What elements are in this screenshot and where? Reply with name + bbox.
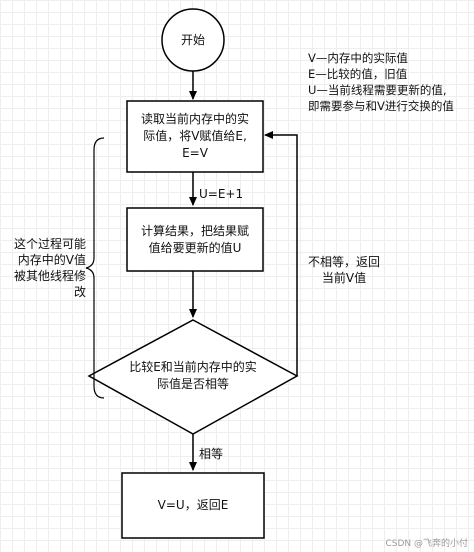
- legend-u: U—当前线程需要更新的值,: [308, 83, 447, 97]
- start-node-label: 开始: [180, 32, 205, 47]
- compare-node-label: 比较E和当前内存中的实 际值是否相等: [129, 360, 257, 391]
- legend-u-detail: 即需要参与和V进行交换的值: [308, 99, 454, 113]
- side-brace: [85, 137, 105, 399]
- legend-v: V—内存中的实际值: [308, 51, 408, 65]
- variable-legend: V—内存中的实际值 E—比较的值，旧值 U—当前线程需要更新的值, 即需要参与和…: [308, 50, 454, 114]
- edge-label-equal: 相等: [199, 447, 224, 461]
- edge-label-not-equal: 不相等，返回 当前V值: [307, 255, 380, 285]
- edge-label-u-assign: U=E+1: [199, 187, 244, 201]
- read-node-label: 读取当前内存中的实 际值，将V赋值给E, E=V: [140, 112, 249, 160]
- concurrency-note: 这个过程可能 内存中的V值 被其他线程修 改: [13, 237, 86, 299]
- arrow-loop-back: [264, 131, 298, 376]
- compute-node-shape: [126, 207, 264, 272]
- read-node-shape: [126, 100, 264, 173]
- compute-node-label: 计算结果，把结果赋 值给要更新的值U: [140, 223, 249, 255]
- end-node-label: V=U，返回E: [157, 498, 229, 512]
- watermark: CSDN @飞奔的小付: [385, 539, 468, 549]
- end-node-shape: [121, 472, 265, 539]
- legend-e: E—比较的值，旧值: [308, 67, 408, 81]
